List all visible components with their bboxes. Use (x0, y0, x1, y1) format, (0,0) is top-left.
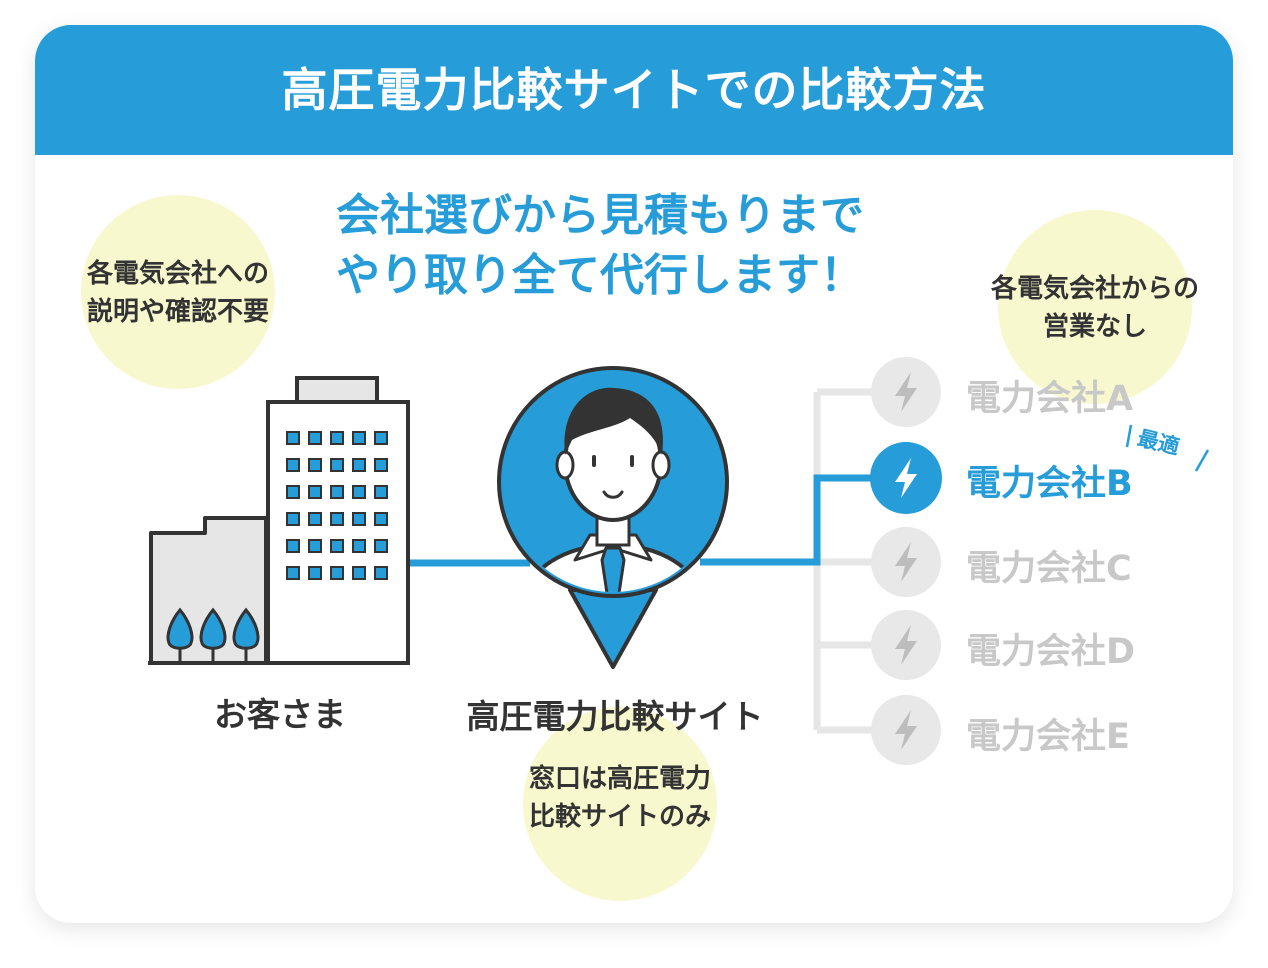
operator-person-icon (497, 366, 729, 669)
site-label: 高圧電力比較サイト (466, 697, 764, 736)
note-circle-bottom (523, 707, 717, 901)
lightning-bolt-icon (871, 357, 941, 427)
lightning-bolt-icon (871, 527, 941, 597)
best-tag-marks (1125, 424, 1210, 472)
note-circle-left (81, 195, 275, 389)
company-d-label: 電力会社D (966, 632, 1136, 672)
header-bar: 高圧電力比較サイトでの比較方法 (35, 25, 1233, 155)
note-left-line-2: 説明や確認不要 (86, 297, 269, 327)
company-a-label: 電力会社A (966, 379, 1134, 419)
company-c-label: 電力会社C (966, 549, 1132, 589)
note-left-line-1: 各電気会社への (86, 259, 269, 289)
lightning-bolt-icon (871, 610, 941, 680)
company-b-label: 電力会社B (966, 464, 1133, 504)
connector-lines (410, 474, 880, 567)
headline-line-2: やり取り全て代行します！ (336, 250, 864, 301)
page-title: 高圧電力比較サイトでの比較方法 (281, 63, 987, 117)
customer-label: お客さま (214, 695, 346, 734)
note-bottom-line-1: 窓口は高圧電力 (528, 764, 711, 794)
note-circle-right (998, 210, 1192, 404)
branch-lines (813, 388, 880, 734)
note-right-line-2: 営業なし (1042, 312, 1147, 342)
lightning-bolt-icon (870, 442, 942, 514)
note-bottom-line-2: 比較サイトのみ (528, 802, 711, 832)
company-e-label: 電力会社E (966, 717, 1130, 757)
headline-line-1: 会社選びから見積もりまで (336, 190, 864, 241)
lightning-bolt-icon (871, 695, 941, 765)
note-right-line-1: 各電気会社からの (990, 274, 1199, 304)
office-building-icon (148, 376, 410, 665)
